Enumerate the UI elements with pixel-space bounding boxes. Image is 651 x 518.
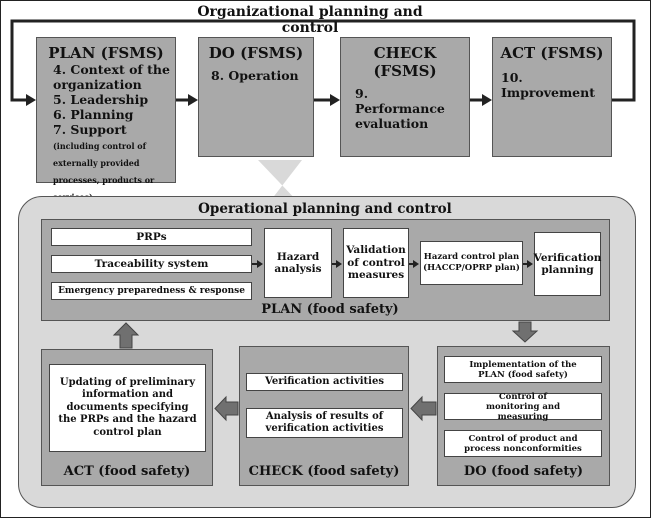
plan-fsms-title: PLAN (FSMS) <box>48 44 164 62</box>
arrow-hazard-to-validation <box>332 260 342 268</box>
support-label: 7. Support <box>53 122 127 137</box>
plan-item: organization <box>53 77 142 92</box>
do-fsms-box: DO (FSMS) 8. Operation <box>198 37 314 157</box>
loop-arrowhead <box>26 94 36 106</box>
do-item-monitoring: Control of monitoring and measuring <box>444 392 602 422</box>
arrow-plan-to-do-down <box>511 321 539 343</box>
do-fsms-item: 8. Operation <box>211 68 299 83</box>
check-fsms-box: CHECK (FSMS) 9. Performance evaluation <box>340 37 470 157</box>
hcp-sub: (HACCP/OPRP plan) <box>423 263 520 273</box>
operational-title: Operational planning and control <box>198 201 452 217</box>
arrow-do-to-check <box>314 94 340 106</box>
hazard-analysis-box: Hazard analysis <box>264 228 332 298</box>
do-food-safety-caption: DO (food safety) <box>463 464 584 479</box>
arrow-plan-to-do <box>176 94 198 106</box>
prps-box: PRPs <box>51 228 252 246</box>
validation-box: Validation of control measures <box>343 228 409 298</box>
act-fsms-title: ACT (FSMS) <box>500 44 604 62</box>
check-item-analysis: Analysis of results of verification acti… <box>246 408 403 438</box>
callout-wedge <box>258 160 302 204</box>
org-planning-title: Organizational planning and control <box>197 4 423 36</box>
plan-fsms-box: PLAN (FSMS) 4. Context of the organizati… <box>36 37 176 202</box>
do-item-implementation: Implementation of the PLAN (food safety) <box>444 356 602 383</box>
verification-planning-box: Verification planning <box>534 232 601 296</box>
check-item-verification: Verification activities <box>246 373 403 391</box>
act-food-safety-caption: ACT (food safety) <box>63 464 191 479</box>
arrow-plan-to-trace-group <box>252 260 263 268</box>
check-fsms-title: CHECK (FSMS) <box>373 44 437 80</box>
traceability-box: Traceability system <box>51 255 252 273</box>
act-fsms-box: ACT (FSMS) 10. Improvement <box>492 37 612 157</box>
check-food-safety-caption: CHECK (food safety) <box>248 464 400 479</box>
arrow-act-to-plan-up <box>112 322 140 349</box>
do-item-nonconformities: Control of product and process nonconfor… <box>444 430 602 457</box>
arrow-hcp-to-verification <box>523 260 533 268</box>
arrow-do-to-check-left <box>410 395 437 422</box>
hcp-title: Hazard control plan <box>423 252 520 262</box>
arrow-check-to-act-left <box>214 395 239 422</box>
arrow-validation-to-hcp <box>409 260 419 268</box>
plan-fsms-list: 4. Context of the organization 5. Leader… <box>37 62 175 205</box>
hazard-control-plan-box: Hazard control plan (HACCP/OPRP plan) <box>420 241 523 285</box>
plan-item: 4. Context of the <box>53 62 170 77</box>
plan-item: 6. Planning <box>53 107 134 122</box>
do-fsms-title: DO (FSMS) <box>208 44 304 62</box>
act-item-updating: Updating of preliminary information and … <box>49 364 206 452</box>
arrow-check-to-act <box>470 94 492 106</box>
feedback-loop-line <box>10 19 636 102</box>
plan-food-safety-caption: PLAN (food safety) <box>261 302 399 317</box>
act-fsms-item: 10. Improvement <box>501 70 595 100</box>
emergency-box: Emergency preparedness & response <box>51 282 252 300</box>
check-fsms-item: 9. Performance evaluation <box>355 86 445 131</box>
plan-item: 5. Leadership <box>53 92 149 107</box>
